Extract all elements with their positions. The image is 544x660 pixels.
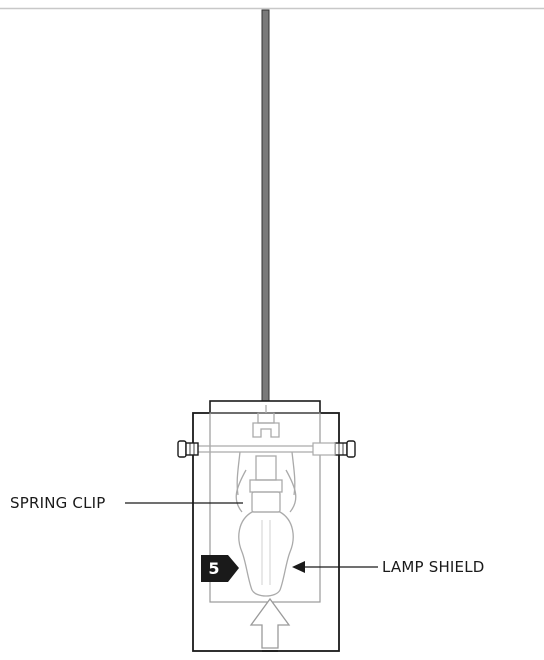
lamp-shield-arrow-icon [292,561,305,573]
step-number: 5 [208,559,220,578]
upward-arrow-icon [249,597,291,649]
spring-clip [235,451,297,513]
lamp-shield-label: LAMP SHIELD [382,558,485,576]
spring-clip-label: SPRING CLIP [10,494,106,512]
step-badge-shape [201,555,239,582]
lamp-bulb [238,511,294,597]
step-badge: 5 [201,555,239,582]
lamp-filament [261,520,271,585]
socket-connector [252,405,280,438]
right-thumb-screw [312,440,356,458]
suspension-rod [261,9,270,406]
left-thumb-screw [177,440,199,458]
top-cap [209,400,321,414]
